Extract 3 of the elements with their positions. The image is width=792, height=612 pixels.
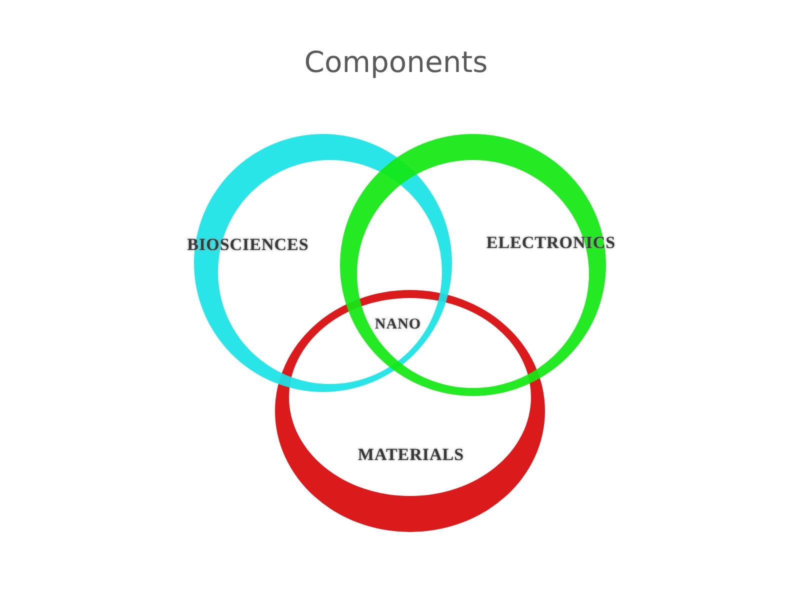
- overlap-label: NANO: [374, 316, 422, 334]
- set-label: MATERIALS: [358, 445, 464, 465]
- title: Components: [304, 45, 488, 79]
